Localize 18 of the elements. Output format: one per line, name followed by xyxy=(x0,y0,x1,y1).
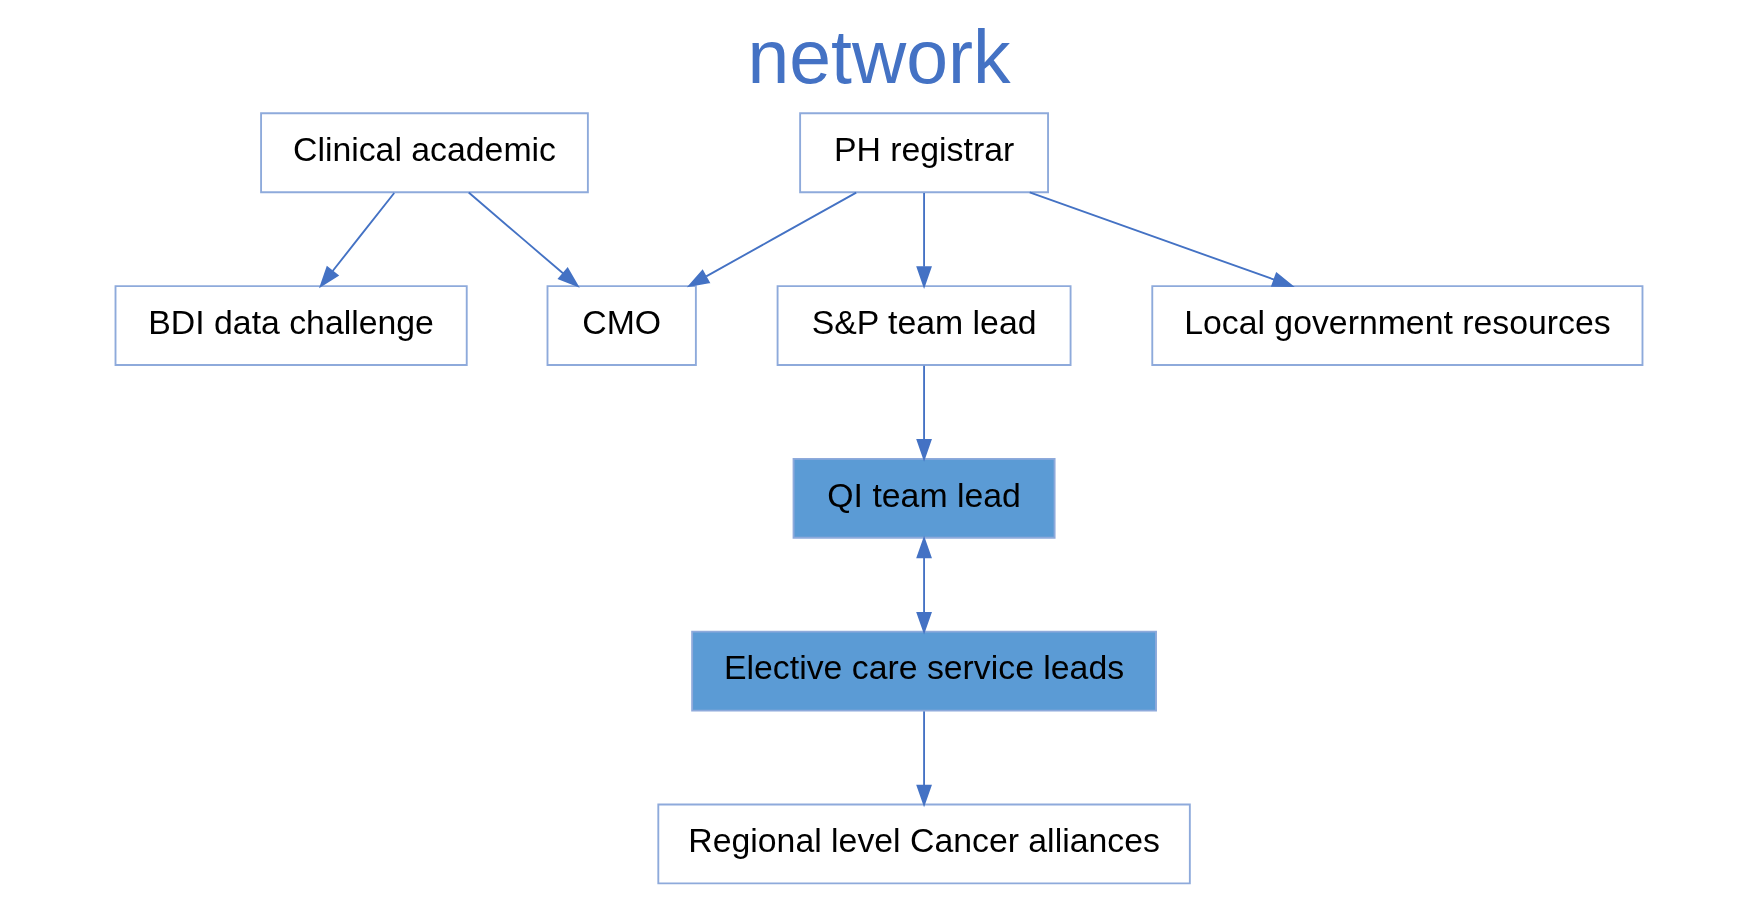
node-box: Local government resources xyxy=(1150,285,1643,366)
node-box: Regional level Cancer alliances xyxy=(656,803,1191,885)
node-box: CMO xyxy=(546,285,697,366)
node-box: PH registrar xyxy=(798,112,1049,194)
node-box: BDI data challenge xyxy=(114,285,468,366)
arrow xyxy=(915,535,932,635)
node-box: QI team lead xyxy=(792,457,1056,539)
arrow xyxy=(1028,191,1295,287)
arrow xyxy=(467,191,580,288)
arrow xyxy=(915,364,932,462)
arrow xyxy=(318,192,395,289)
node-box: S&P team lead xyxy=(776,285,1071,366)
node-box: Elective care service leads xyxy=(690,630,1157,712)
diagram-title: network xyxy=(747,15,1010,100)
arrow xyxy=(686,191,857,288)
arrow xyxy=(915,192,932,289)
arrow xyxy=(915,710,932,808)
node-box: Clinical academic xyxy=(259,112,589,194)
